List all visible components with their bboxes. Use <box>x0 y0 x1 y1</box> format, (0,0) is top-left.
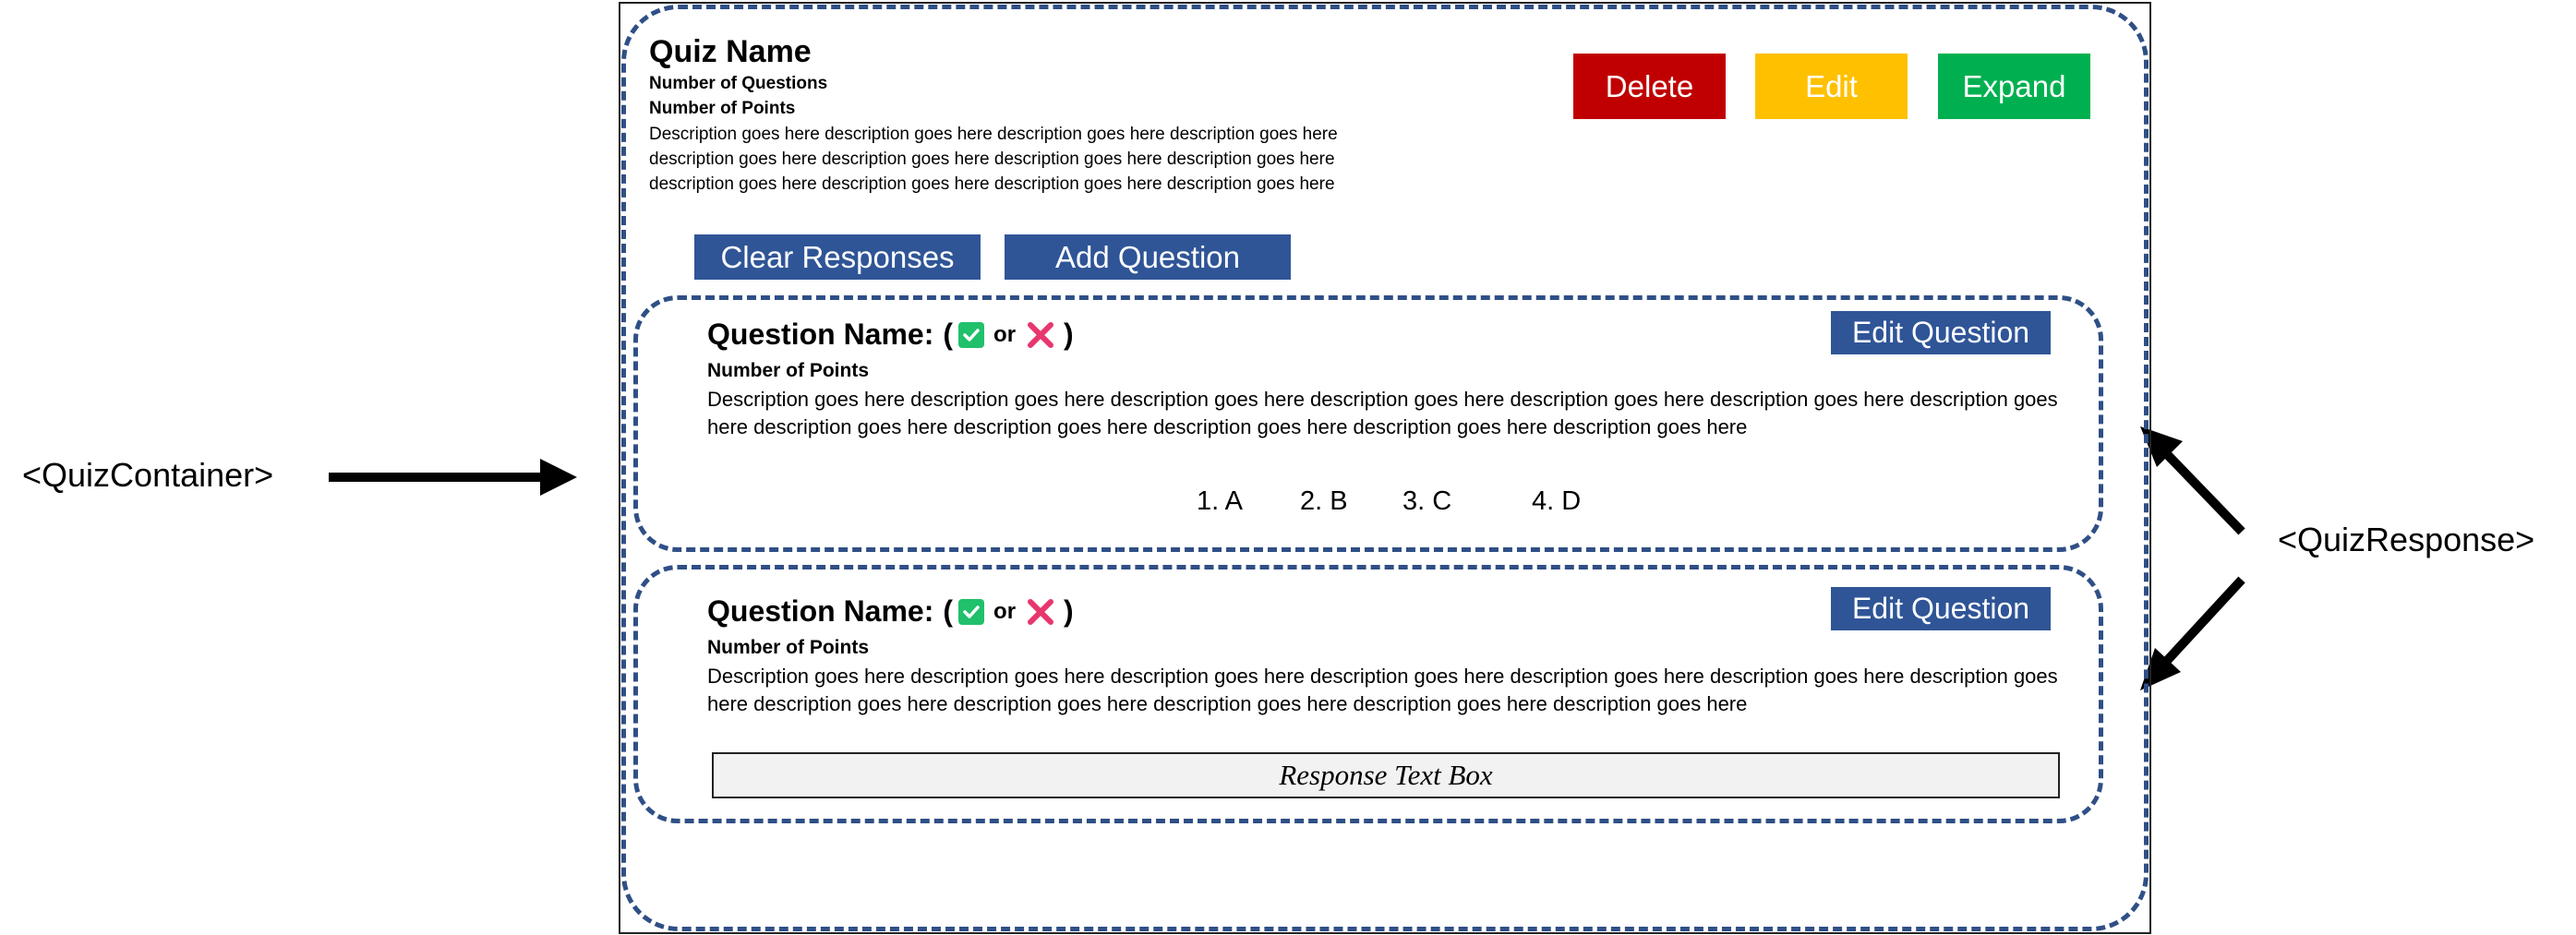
open-paren: ( <box>943 318 954 351</box>
quiz-container-dashed-border <box>621 5 2149 931</box>
quiz-response-arrow-up <box>2140 426 2245 535</box>
x-icon <box>1025 596 1056 628</box>
choice-c[interactable]: 3. C <box>1402 486 1452 516</box>
edit-question-button-2[interactable]: Edit Question <box>1831 587 2051 630</box>
choice-b[interactable]: 2. B <box>1300 486 1348 516</box>
open-paren: ( <box>943 594 954 628</box>
quiz-name: Quiz Name <box>649 34 812 69</box>
question-points-2: Number of Points <box>707 637 870 658</box>
delete-button[interactable]: Delete <box>1573 54 1726 119</box>
quiz-number-of-questions: Number of Questions <box>649 74 828 93</box>
question-title-1: Question Name: ( or ) <box>707 318 1076 352</box>
response-text-box[interactable]: Response Text Box <box>712 752 2060 798</box>
close-paren: ) <box>1064 594 1074 628</box>
question-description-2: Description goes here description goes h… <box>707 665 2058 715</box>
quiz-container-frame <box>619 2 2151 934</box>
edit-question-button-1[interactable]: Edit Question <box>1831 311 2051 354</box>
question-name-label: Question Name: <box>707 318 934 351</box>
choice-d[interactable]: 4. D <box>1532 486 1582 516</box>
x-icon <box>1025 319 1056 351</box>
close-paren: ) <box>1064 318 1074 351</box>
question-name-label: Question Name: <box>707 594 934 628</box>
question-title-2: Question Name: ( or ) <box>707 594 1076 629</box>
quiz-response-annotation: <QuizResponse> <box>2278 521 2535 558</box>
expand-button[interactable]: Expand <box>1938 54 2090 119</box>
question-points-1: Number of Points <box>707 360 870 381</box>
quiz-container-annotation: <QuizContainer> <box>22 456 274 494</box>
clear-responses-button[interactable]: Clear Responses <box>694 234 981 280</box>
choice-a[interactable]: 1. A <box>1197 486 1243 516</box>
quiz-response-card-2 <box>633 565 2103 823</box>
question-description-1: Description goes here description goes h… <box>707 388 2058 438</box>
quiz-response-card-1 <box>633 295 2103 552</box>
add-question-button[interactable]: Add Question <box>1005 234 1291 280</box>
quiz-container-arrow <box>329 459 577 496</box>
or-text: or <box>993 321 1017 347</box>
quiz-description: Description goes here description goes h… <box>649 125 1338 194</box>
quiz-response-arrow-down <box>2140 576 2245 690</box>
quiz-number-of-points: Number of Points <box>649 99 796 118</box>
check-icon <box>958 321 985 348</box>
or-text: or <box>993 598 1017 624</box>
check-icon <box>958 598 985 625</box>
edit-button[interactable]: Edit <box>1755 54 1908 119</box>
